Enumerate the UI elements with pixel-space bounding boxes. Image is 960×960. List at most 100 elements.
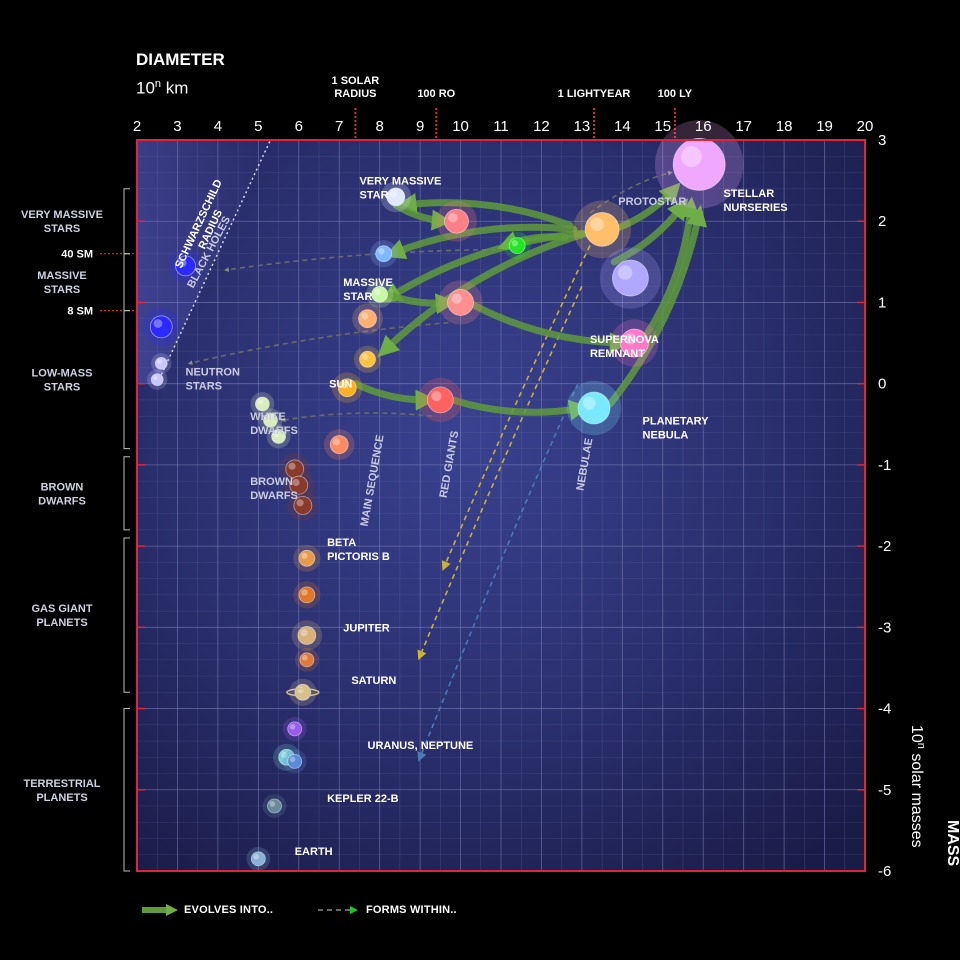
category-bracket [123, 253, 130, 312]
y-axis-title-group: MASS 10n solar masses [908, 725, 960, 867]
forms-within-arrow [417, 383, 579, 762]
objects [142, 120, 744, 871]
red-giant-sun-highlight [431, 390, 442, 402]
massive-star-a [371, 285, 389, 303]
neptune [287, 753, 303, 769]
very-massive-star-red-highlight [448, 212, 458, 223]
lowmass-star-a [359, 350, 376, 368]
x-unit-exponent: n [154, 78, 162, 90]
y-tick-label: 1 [878, 294, 886, 311]
saturn [294, 683, 312, 701]
y-tick-label: 0 [878, 376, 886, 393]
mass-marker-label: 8 SM [67, 306, 93, 318]
forms-within-arrow [280, 412, 433, 423]
x-tick-label: 10 [452, 118, 469, 135]
y-axis-unit: 10n solar masses [908, 725, 927, 848]
purple-planet [287, 721, 303, 737]
x-tick-label: 3 [173, 118, 181, 135]
beta-pictoris-b-highlight [301, 552, 308, 560]
x-tick-label: 7 [335, 118, 343, 135]
evolves-into-arrow [383, 223, 578, 259]
neutron-star-a [154, 356, 168, 370]
gas-giant-b-highlight [301, 654, 308, 661]
x-axis-unit: 10n km [136, 78, 188, 99]
neutron-star-b-highlight [153, 375, 158, 381]
very-massive-star-b-highlight [378, 248, 385, 255]
y-axis-title: MASS [944, 820, 960, 867]
label-protostar: PROTOSTAR [618, 196, 686, 208]
evolves-into-arrow [610, 198, 689, 266]
y-tick-label: -4 [878, 701, 891, 718]
stellar-nursery-highlight [680, 146, 702, 167]
white-dwarf-b [263, 412, 278, 428]
forms-within-arrow [589, 170, 673, 214]
stellar-nursery [672, 137, 726, 191]
category-bracket [123, 537, 130, 693]
planetary-nebula-highlight [582, 396, 596, 410]
legend-forms-label: FORMS WITHIN.. [366, 904, 457, 916]
evolves-into-arrow [351, 380, 437, 411]
green-marker-highlight [511, 239, 518, 247]
label-sun: SUN [329, 379, 352, 391]
reference-label: 1 LIGHTYEAR [558, 88, 631, 100]
reference-label: 100 LY [658, 88, 693, 100]
evolves-into-arrow [465, 298, 631, 354]
category-bracket [123, 310, 130, 450]
kepler-22b-highlight [269, 801, 276, 807]
x-tick-label: 6 [295, 118, 303, 135]
supernova-remnant [620, 328, 649, 358]
reference-label: 100 RO [417, 88, 455, 100]
legend-forms: FORMS WITHIN.. [316, 898, 457, 922]
x-tick-label: 20 [857, 118, 874, 135]
supernova-burst [612, 259, 649, 297]
x-tick-label: 18 [776, 118, 793, 135]
neptune-highlight [289, 756, 296, 763]
legend-evolves-label: EVOLVES INTO.. [184, 904, 274, 916]
purple-planet-highlight [289, 723, 296, 730]
jupiter [297, 626, 317, 645]
y-tick-label: -6 [878, 863, 891, 880]
brown-dwarf-c-highlight [296, 499, 304, 507]
evolves-into-arrow [392, 201, 453, 231]
black-hole-b [149, 315, 173, 339]
white-dwarf-c [271, 429, 286, 444]
evolves-into-arrow [377, 229, 590, 357]
gas-giant [298, 586, 316, 604]
x-axis-title: DIAMETER [136, 50, 225, 69]
label-kepler-22b: KEPLER 22-B [327, 793, 399, 805]
label-earth: EARTH [295, 846, 333, 858]
massive-star-red-highlight [451, 293, 462, 304]
massive-star-red [447, 289, 474, 316]
x-unit-rest: km [161, 78, 189, 98]
brown-dwarf-c [293, 496, 313, 515]
x-tick-label: 16 [695, 118, 712, 135]
x-tick-label: 8 [375, 118, 383, 135]
forms-within-arrow [441, 245, 591, 571]
category-bracket [123, 708, 130, 872]
red-giant-sun [426, 386, 454, 414]
x-tick-label: 2 [133, 118, 141, 135]
x-tick-label: 12 [533, 118, 550, 135]
category-bracket [123, 188, 130, 255]
x-tick-label: 5 [254, 118, 262, 135]
beta-pictoris-b [298, 549, 316, 567]
massive-star-b-highlight [361, 312, 369, 320]
uranus-highlight [281, 751, 288, 759]
sun-highlight [341, 381, 349, 389]
lowmass-star-a-highlight [361, 353, 369, 361]
evolves-into-arrow [610, 182, 681, 233]
